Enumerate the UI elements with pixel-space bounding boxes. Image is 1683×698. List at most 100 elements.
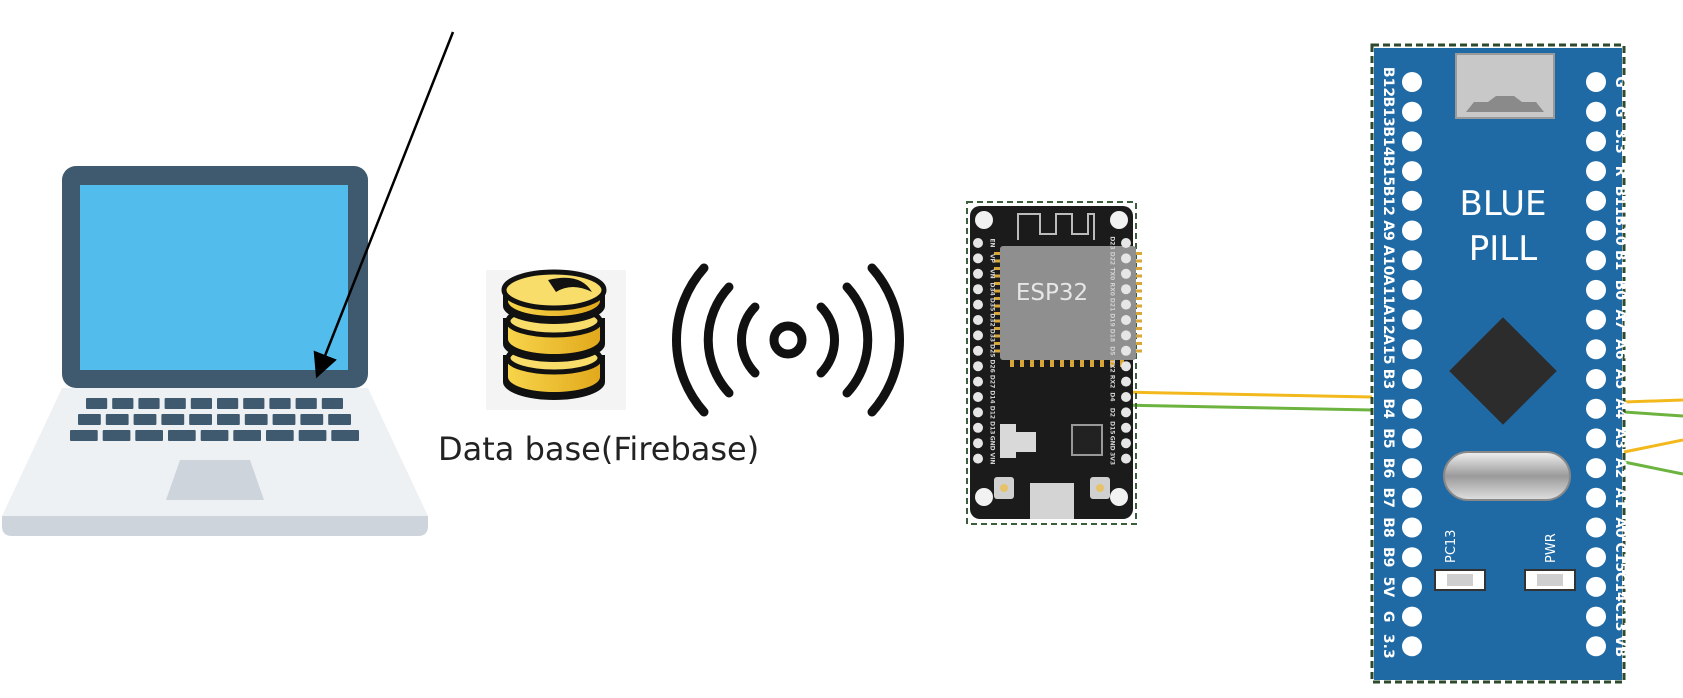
pin-hole [973,299,983,310]
esp32-selection-border [966,201,1137,525]
pin-hole [1586,398,1606,419]
pin-label: D22 [1109,252,1116,265]
pin-label: D19 [1109,313,1116,326]
laptop-screen [80,185,348,370]
wire-esp-to-bluepill-green [1119,403,1373,412]
pin-label: A4 [1612,398,1628,419]
wire-right-yellow-2 [1623,438,1683,454]
laptop-key [300,414,324,425]
pin-label: B6 [1380,458,1396,478]
pin-label: A9 [1380,220,1396,241]
pin-hole [1402,369,1422,389]
pin-label: 5V [1380,577,1396,598]
pin-hole [1586,279,1606,300]
pin-label: TX2 [1109,360,1116,373]
pin-hole [973,238,983,248]
pin-hole [1402,250,1422,271]
pin-label: A5 [1612,369,1628,390]
pin-hole [973,253,983,264]
laptop-key [138,398,160,409]
pin-label: VIN [989,453,996,465]
pin-label: D15 [1109,421,1116,434]
wire-right-yellow-1 [1623,398,1683,404]
pin-hole [1586,369,1606,389]
pin-label: C13 [1612,602,1628,632]
laptop-key [244,414,268,425]
pin-label: B1 [1612,250,1628,270]
pin-label: 3V3 [1109,452,1116,465]
esp32-left-pin-header: ENVPVND34D35D32D33D25D26D27D14D12D13GNDV… [973,238,996,465]
pin-label: B15 [1380,156,1396,186]
bluepill-led-pc13-label: PC13 [1444,530,1459,563]
pin-hole [1586,517,1606,538]
pin-label: D5 [1109,346,1116,355]
pin-label: R [1612,166,1628,177]
pin-label: D18 [1109,329,1116,342]
laptop-touchpad [166,460,264,500]
wire-right-green-1 [1623,410,1683,418]
pin-hole [1586,428,1606,449]
laptop-key [200,430,229,441]
laptop-key [217,414,240,425]
pin-hole [1586,606,1606,627]
pin-hole [1402,339,1422,360]
pin-hole [1586,190,1606,211]
laptop-key [161,414,185,425]
pin-label: B4 [1380,398,1396,419]
pin-label: A12 [1380,304,1396,334]
wire-right-green-2 [1623,460,1683,476]
bluepill-board: BLUE PILL PC13 PWR B12B13B14B15B12A9A10A… [1370,43,1628,684]
laptop-base-edge [2,516,428,536]
pin-hole [1402,309,1422,330]
pin-hole [973,453,983,464]
pin-hole [1586,220,1606,241]
pin-hole [1586,131,1606,152]
pin-label: D2 [1109,408,1116,417]
pin-hole [1586,161,1606,182]
pin-label: G [1612,76,1628,88]
pin-hole [1121,361,1131,372]
pin-hole [973,438,983,449]
pin-label: D23 [1109,236,1116,249]
pin-label: A1 [1612,488,1628,509]
esp32-right-pin-header: D23D22TX0RX0D21D19D18D5TX2RX2D4D2D15GND3… [1109,236,1131,465]
pin-label: B14 [1380,126,1396,156]
laptop-icon [2,166,428,536]
bluepill-right-pin-header: GG3.3RB11B10B1B0A7A6A5A4A3A2A1A0C15C14C1… [1586,72,1628,657]
pin-label: D25 [989,344,996,357]
esp32-chip-label: ESP32 [1016,280,1088,306]
pin-hole [1586,458,1606,479]
pin-label: GND [989,436,996,451]
pin-hole [1402,487,1422,508]
bluepill-title-line2: PILL [1469,229,1537,269]
pin-hole [1402,101,1422,122]
pin-hole [1402,161,1422,182]
pin-label: B5 [1380,428,1396,448]
laptop-key [168,430,196,441]
laptop-key [70,430,98,441]
pin-label: B9 [1380,547,1396,567]
pin-hole [1402,190,1422,211]
pin-hole [1402,131,1422,152]
pin-hole [1402,606,1422,627]
pin-hole [1586,547,1606,568]
pin-label: B13 [1380,97,1396,127]
pin-hole [1586,309,1606,330]
pin-hole [1121,268,1131,279]
pin-label: EN [989,238,996,247]
laptop-key [272,414,296,425]
pin-hole [973,315,983,325]
pin-label: VP [989,254,996,264]
pin-hole [1121,253,1131,264]
pin-label: D4 [1109,392,1116,401]
pin-label: A2 [1612,458,1628,479]
pin-hole [1121,345,1131,356]
laptop-key [321,398,343,409]
pin-hole [1402,279,1422,300]
pin-hole [1121,376,1131,387]
pin-label: D35 [989,298,996,311]
laptop-key [105,414,129,425]
bluepill-crystal [1443,451,1571,501]
laptop-key [298,430,327,441]
pin-label: A11 [1380,275,1396,305]
